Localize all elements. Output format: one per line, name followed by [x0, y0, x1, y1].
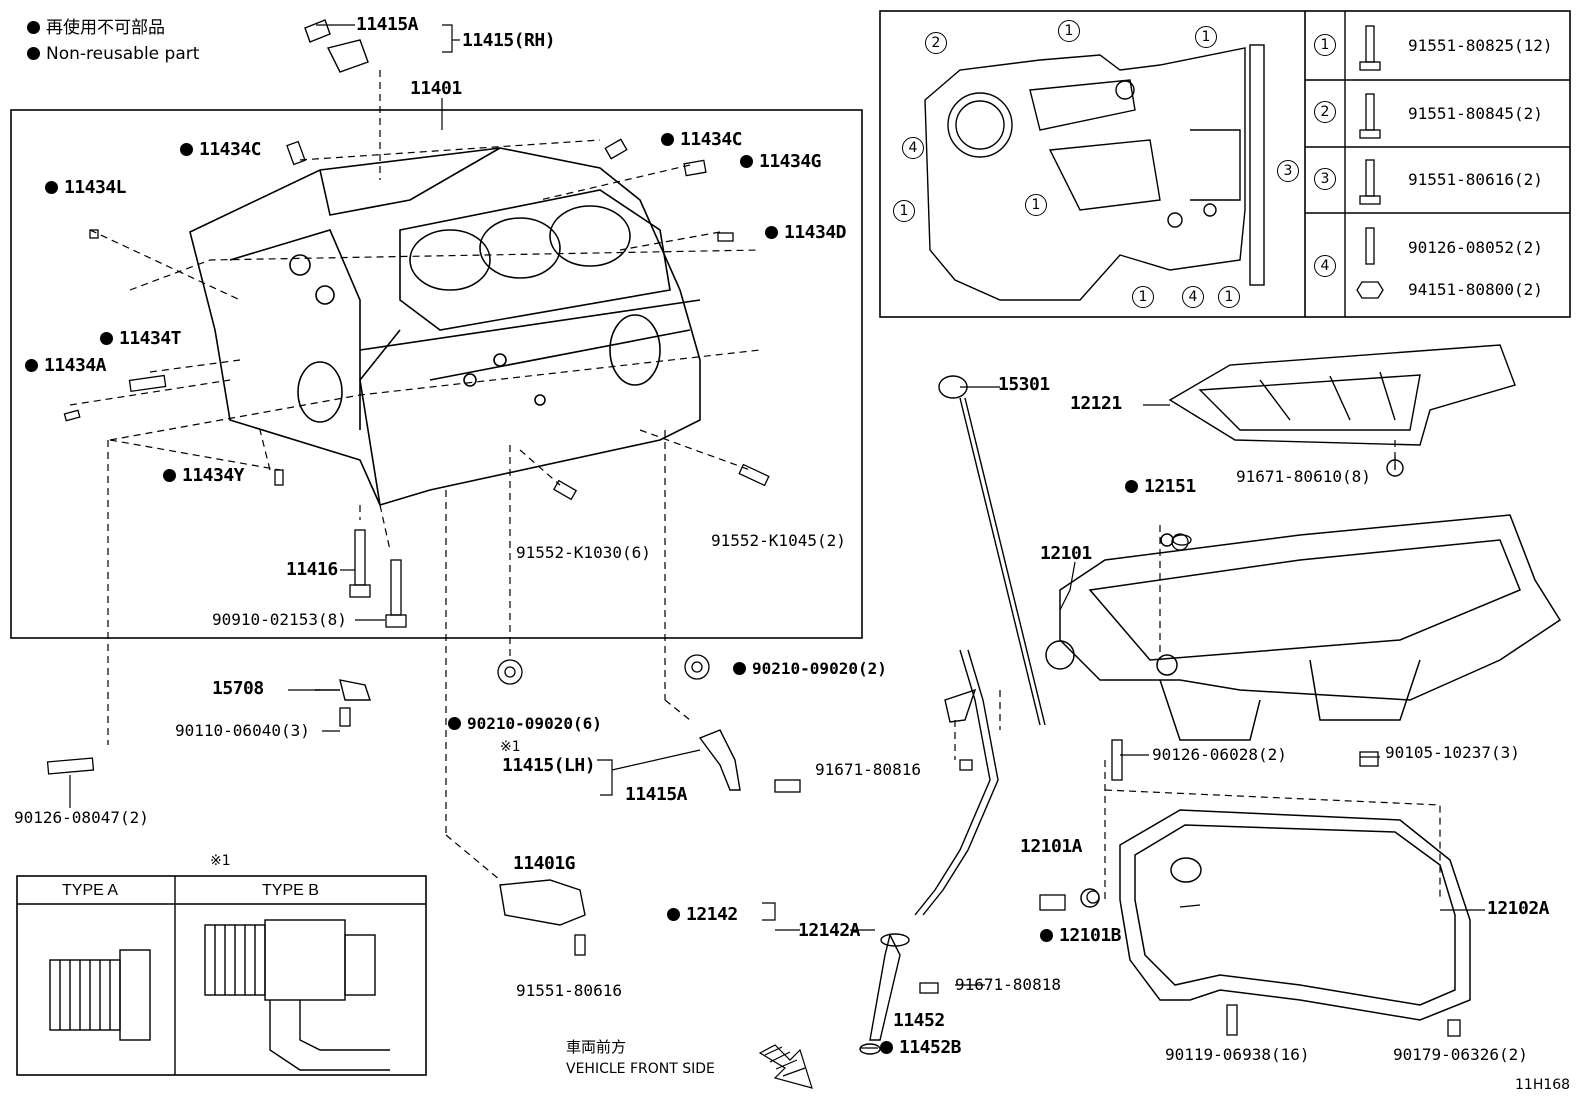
label-12101A[interactable]: 12101A [1020, 836, 1083, 857]
bolt-row-4-part-b[interactable]: 94151-80800(2) [1408, 280, 1543, 299]
inset-callout-1-d[interactable]: 1 [1025, 194, 1047, 216]
label-90110[interactable]: 90110-06040(3) [175, 721, 310, 740]
label-90179[interactable]: 90179-06326(2) [1393, 1045, 1528, 1064]
label-91552-k1030[interactable]: 91552-K1030(6) [516, 543, 651, 562]
type-table-note: ※1 [210, 853, 231, 869]
label-11434Y[interactable]: 11434Y [163, 467, 245, 485]
label-11434A[interactable]: 11434A [25, 357, 107, 375]
legend-jp: 再使用不可部品 [27, 20, 165, 37]
inset-callout-4-bottom[interactable]: 4 [1182, 286, 1204, 308]
label-11401G[interactable]: 11401G [513, 853, 576, 874]
label-90126-06028[interactable]: 90126-06028(2) [1152, 745, 1287, 764]
label-12102A[interactable]: 12102A [1487, 898, 1550, 919]
label-12142[interactable]: 12142 [667, 906, 738, 924]
engine-block-frame [10, 109, 863, 639]
label-91671-80816[interactable]: 91671-80816 [815, 760, 921, 779]
oil-pan-upper-drawing [1045, 514, 1562, 741]
sensor-shapes [304, 19, 741, 926]
front-label-jp: 車両前方 [566, 1038, 627, 1056]
legend-en: Non-reusable part [27, 46, 199, 63]
dipstick-drawing [938, 375, 1046, 726]
label-11415-rh[interactable]: 11415(RH) [462, 30, 556, 51]
figure-code: 11H168 [1515, 1077, 1571, 1093]
label-12121[interactable]: 12121 [1070, 393, 1122, 414]
label-90910[interactable]: 90910-02153(8) [212, 610, 347, 629]
label-12101B[interactable]: 12101B [1040, 927, 1122, 945]
cylinder-block-drawing [189, 147, 701, 506]
inset-callout-2-top[interactable]: 2 [925, 32, 947, 54]
baffle-plate-drawing [1168, 344, 1516, 477]
label-11416[interactable]: 11416 [286, 559, 338, 580]
label-11452B[interactable]: 11452B [880, 1039, 962, 1057]
label-90126-08047[interactable]: 90126-08047(2) [14, 808, 149, 827]
dipstick-guide-drawing [859, 649, 999, 1055]
label-12142A[interactable]: 12142A [798, 920, 861, 941]
bolt-row-1-part[interactable]: 91551-80825(12) [1408, 36, 1553, 55]
type-a-plug-drawing [49, 949, 151, 1041]
note-1: ※1 [500, 739, 521, 755]
label-11434C-left[interactable]: 11434C [180, 141, 262, 159]
inset-callout-3[interactable]: 3 [1277, 160, 1299, 182]
inset-frame [879, 10, 1571, 318]
label-90119[interactable]: 90119-06938(16) [1165, 1045, 1310, 1064]
type-b-plug-drawing [204, 919, 390, 1071]
bolt-row-4-part-a[interactable]: 90126-08052(2) [1408, 238, 1543, 257]
inset-callout-1-b[interactable]: 1 [1195, 26, 1217, 48]
type-b-header: TYPE B [262, 882, 319, 899]
type-a-header: TYPE A [62, 882, 119, 899]
bolt-row-2-num: 2 [1314, 101, 1336, 123]
label-11401[interactable]: 11401 [410, 78, 462, 99]
bolt-row-4-num: 4 [1314, 255, 1336, 277]
bolt-row-3-part[interactable]: 91551-80616(2) [1408, 170, 1543, 189]
type-table-frame [16, 875, 427, 1076]
label-11434G[interactable]: 11434G [740, 153, 822, 171]
legend-jp-text: 再使用不可部品 [46, 18, 165, 38]
label-91552-k1045[interactable]: 91552-K1045(2) [711, 531, 846, 550]
legend-en-text: Non-reusable part [46, 44, 200, 64]
front-label-en: VEHICLE FRONT SIDE [566, 1061, 715, 1077]
label-11434T[interactable]: 11434T [100, 330, 182, 348]
inset-callout-4-left[interactable]: 4 [902, 137, 924, 159]
label-91671-80610[interactable]: 91671-80610(8) [1236, 467, 1371, 486]
label-11452[interactable]: 11452 [893, 1010, 945, 1031]
label-12101[interactable]: 12101 [1040, 543, 1092, 564]
label-11415A-bottom[interactable]: 11415A [625, 784, 688, 805]
bolt-shapes [46, 138, 1461, 1037]
label-15708[interactable]: 15708 [212, 678, 264, 699]
bolt-row-1-num: 1 [1314, 34, 1336, 56]
label-11415A-top[interactable]: 11415A [356, 14, 419, 35]
label-12151[interactable]: 12151 [1125, 478, 1196, 496]
label-11434L[interactable]: 11434L [45, 179, 127, 197]
bolt-row-3-num: 3 [1314, 168, 1336, 190]
label-11415-lh[interactable]: 11415(LH) [502, 755, 596, 776]
label-90105[interactable]: 90105-10237(3) [1385, 743, 1520, 762]
label-90210-2[interactable]: 90210-09020(2) [733, 661, 887, 677]
label-15301[interactable]: 15301 [998, 374, 1050, 395]
label-11434C-right[interactable]: 11434C [661, 131, 743, 149]
label-90210-6[interactable]: 90210-09020(6) [448, 716, 602, 732]
inset-callout-1-c[interactable]: 1 [893, 200, 915, 222]
label-91551-80616[interactable]: 91551-80616 [516, 981, 622, 1000]
front-arrow [758, 1044, 813, 1089]
inset-callout-1-f[interactable]: 1 [1218, 286, 1240, 308]
inset-callout-1-e[interactable]: 1 [1132, 286, 1154, 308]
bolt-row-2-part[interactable]: 91551-80845(2) [1408, 104, 1543, 123]
label-11434D[interactable]: 11434D [765, 224, 847, 242]
oil-pan-lower-drawing [1080, 809, 1471, 1021]
timing-cover-drawing [924, 44, 1265, 301]
inset-callout-1-a[interactable]: 1 [1058, 20, 1080, 42]
label-91671-80818[interactable]: 91671-80818 [955, 975, 1061, 994]
